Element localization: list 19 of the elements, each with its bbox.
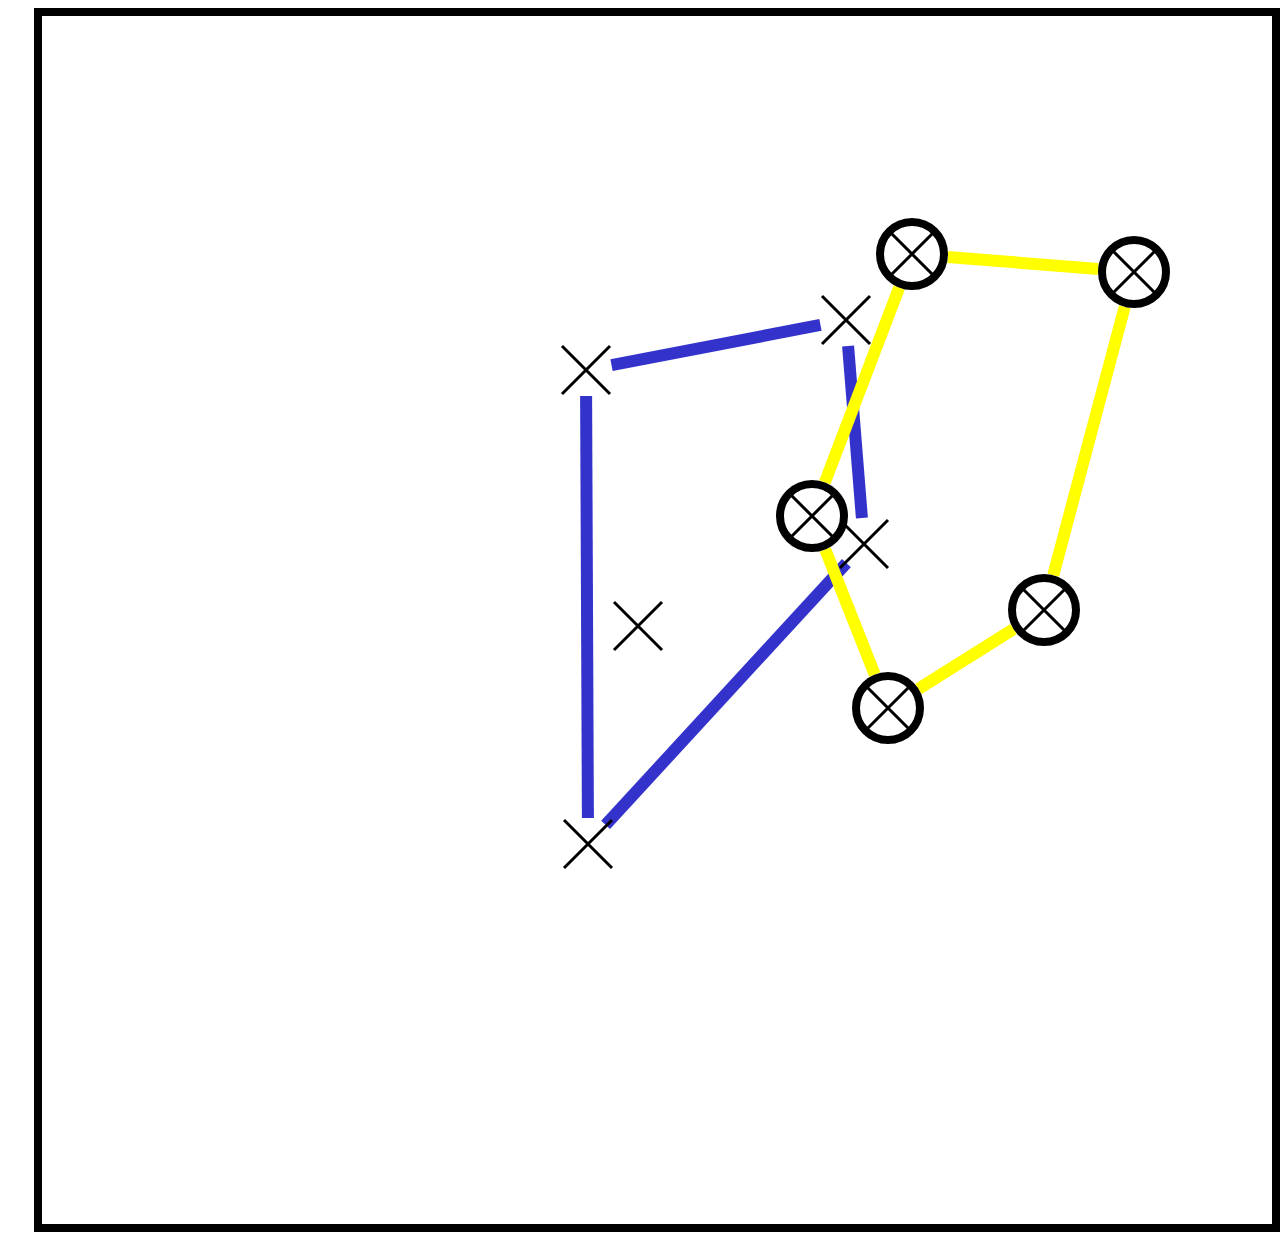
line-segment: [601, 559, 851, 829]
cross-marker: [562, 818, 614, 870]
line-segment: [580, 395, 594, 819]
line-segment: [1047, 305, 1131, 577]
line-segment: [819, 285, 905, 485]
line-segment: [610, 319, 822, 371]
cross-marker: [820, 294, 872, 346]
circled-cross-marker: [1098, 236, 1170, 308]
line-segment: [915, 624, 1017, 694]
line-segment: [842, 345, 868, 519]
line-segment: [819, 547, 881, 677]
cross-marker: [560, 344, 612, 396]
cross-marker: [612, 600, 664, 652]
cross-marker: [838, 518, 890, 570]
circled-cross-marker: [876, 218, 948, 290]
circled-cross-marker: [776, 480, 848, 552]
circled-cross-marker: [852, 672, 924, 744]
circled-cross-marker: [1008, 574, 1080, 646]
line-segment: [947, 250, 1099, 276]
